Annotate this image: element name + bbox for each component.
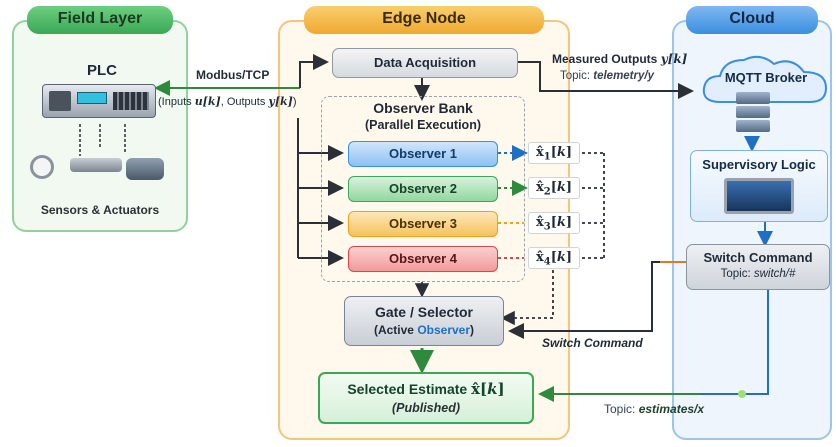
gate-selector-title: Gate / Selector	[374, 304, 474, 320]
pressure-gauge-icon	[30, 155, 54, 179]
observer-1: Observer 1	[348, 141, 498, 167]
supervisory-logic-label: Supervisory Logic	[702, 157, 816, 172]
switch-command-label: Switch Command	[542, 336, 643, 350]
estimate-1: x̂1[k]	[528, 142, 580, 164]
modbus-detail: (Inputs u[k], Outputs y[k])	[158, 95, 297, 108]
server-rack-icon	[736, 92, 770, 136]
observer-bank-subtitle: (Parallel Execution)	[364, 118, 481, 132]
observer-fanout	[297, 118, 344, 266]
observer-3: Observer 3	[348, 211, 498, 237]
published-label: (Published)	[391, 401, 461, 415]
observer-2: Observer 2	[348, 176, 498, 202]
data-acquisition-box: Data Acquisition	[332, 48, 518, 78]
switch-topic: Topic: switch/#	[720, 268, 796, 280]
field-layer-title: Field Layer	[27, 6, 173, 34]
observer-bank-frame	[321, 96, 525, 282]
plc-label: PLC	[87, 62, 117, 79]
estimate-2: x̂2[k]	[528, 177, 580, 199]
sensors-actuators-label: Sensors & Actuators	[40, 203, 160, 217]
observer-4: Observer 4	[348, 246, 498, 272]
gate-selector-subtitle: (Active Observer)	[373, 323, 475, 337]
switch-command-box: Switch Command Topic: switch/#	[686, 244, 830, 290]
cloud-icon	[700, 52, 832, 108]
gate-selector-box: Gate / Selector (Active Observer)	[344, 296, 504, 346]
measured-outputs-label: Measured Outputs y[k]	[552, 52, 688, 66]
switch-command-title: Switch Command	[703, 250, 813, 265]
selected-estimate-box: Selected Estimate x̂[k] (Published)	[318, 372, 534, 424]
modbus-link	[154, 54, 329, 96]
valve-icon	[70, 158, 122, 172]
estimate-arrows	[498, 145, 528, 259]
switch-command-link	[508, 261, 686, 339]
plc-io-lines	[75, 122, 145, 158]
estimate-bus	[414, 152, 605, 326]
cloud-title: Cloud	[686, 6, 818, 34]
estimates-topic-label: Topic: estimates/x	[604, 402, 705, 416]
observer-bank-title: Observer Bank	[373, 100, 473, 116]
telemetry-topic-label: Topic: telemetry/y	[560, 70, 654, 82]
modbus-label: Modbus/TCP	[196, 68, 270, 82]
supervisory-logic-box: Supervisory Logic	[690, 150, 828, 222]
estimate-3: x̂3[k]	[528, 212, 580, 234]
cloud-flow	[744, 136, 773, 247]
telemetry-link	[518, 61, 694, 99]
edge-node-title: Edge Node	[304, 6, 544, 34]
laptop-icon	[724, 178, 794, 214]
mqtt-broker-label: MQTT Broker	[724, 70, 808, 85]
selected-estimate-label: Selected Estimate	[347, 381, 468, 397]
motor-icon	[126, 158, 164, 180]
estimate-4: x̂4[k]	[528, 247, 580, 269]
plc-icon	[42, 84, 156, 118]
